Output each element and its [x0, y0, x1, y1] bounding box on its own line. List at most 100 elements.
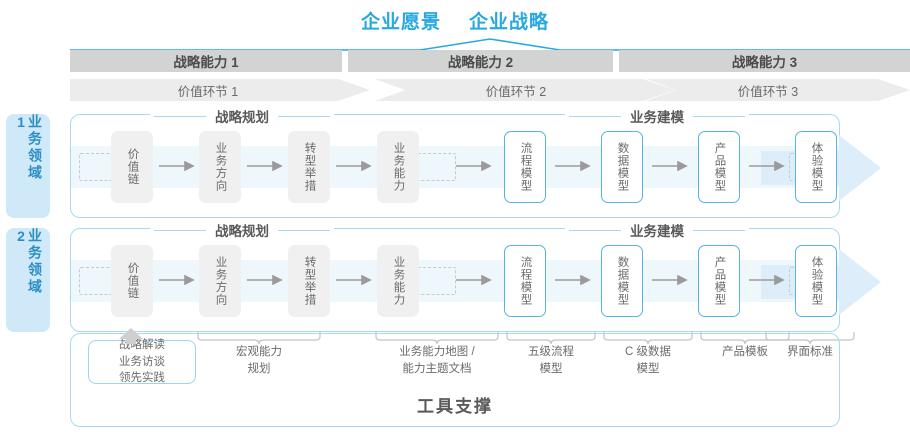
sidebar-item-domain-2[interactable]: 业务领域 2 [6, 228, 50, 332]
connector-arrow-icon [247, 161, 283, 171]
node-modeling-1-1[interactable]: 数据模型 [601, 131, 643, 203]
brace-connector-icon-6 [765, 332, 855, 345]
section-label: 战略规划 [215, 110, 269, 125]
tool-label-5: 界面标准 [787, 346, 833, 358]
node-planning-1-1[interactable]: 业务方向 [199, 131, 241, 203]
capability-label-3: 战略能力 3 [731, 55, 798, 70]
value-chain-bar-3: 价值环节 3 [646, 79, 910, 101]
connector-arrow-icon [336, 161, 372, 171]
tool-label-0: 宏观能力 规划 [236, 346, 282, 375]
tool-label-2: 五级流程 模型 [528, 346, 574, 375]
node-modeling-2-0[interactable]: 流程模型 [504, 245, 546, 317]
node-label: 价值链 [126, 262, 139, 300]
brace-connector-icon-1 [197, 332, 321, 345]
domain-row-2: 价值链 业务方向 转型举措 业务能力 流程模型 数据模型 产品模型 体验模型 [70, 228, 881, 332]
domain-row-1: 价值链 业务方向 转型举措 业务能力 流程模型 数据模型 产品模型 体验模型 [70, 114, 881, 218]
tool-support-container [70, 333, 840, 427]
node-label: 数据模型 [616, 142, 629, 192]
connector-arrow-icon [159, 275, 195, 285]
node-label: 业务能力 [392, 256, 405, 306]
enterprise-vision-title: 企业愿景 [360, 11, 441, 33]
connector-arrow-icon [456, 275, 492, 285]
node-planning-1-0[interactable]: 价值链 [111, 131, 153, 203]
tool-label-3: C 级数据 模型 [625, 346, 671, 375]
node-label: 价值链 [126, 148, 139, 186]
section-label: 业务建模 [630, 224, 684, 239]
connector-arrow-icon [336, 275, 372, 285]
section-title-planning-2: 战略规划 [150, 220, 334, 240]
sidebar-item-label-2: 业务领域 2 [13, 228, 43, 296]
node-modeling-1-0[interactable]: 流程模型 [504, 131, 546, 203]
capability-label-1: 战略能力 1 [173, 55, 239, 70]
tool-highlight-box[interactable]: 战略解读 业务访谈 领先实践 [88, 339, 196, 385]
node-modeling-2-1[interactable]: 数据模型 [601, 245, 643, 317]
vision-strategy-header: 企业愿景 企业战略 [0, 5, 910, 35]
node-label: 转型举措 [303, 256, 316, 306]
connector-arrow-icon [749, 275, 785, 285]
node-label: 流程模型 [519, 142, 532, 192]
section-title-modeling-2: 业务建模 [565, 220, 749, 240]
section-rule-left [154, 229, 206, 231]
node-planning-2-1[interactable]: 业务方向 [199, 245, 241, 317]
section-rule-right [278, 229, 330, 231]
section-rule-left [569, 229, 621, 231]
node-label: 转型举措 [303, 142, 316, 192]
node-label: 产品模型 [713, 142, 726, 192]
node-modeling-2-2[interactable]: 产品模型 [698, 245, 740, 317]
up-arrow-icon [119, 328, 143, 344]
connector-arrow-icon [749, 161, 785, 171]
node-label: 产品模型 [713, 256, 726, 306]
value-chain-bar-1: 价值环节 1 [70, 79, 370, 101]
section-label: 业务建模 [630, 110, 684, 125]
connector-arrow-icon [555, 161, 591, 171]
node-modeling-1-2[interactable]: 产品模型 [698, 131, 740, 203]
connector-arrow-icon [247, 275, 283, 285]
sidebar-item-domain-1[interactable]: 业务领域 1 [6, 114, 50, 218]
connector-arrow-icon [555, 275, 591, 285]
tool-label-4: 产品模板 [722, 346, 768, 358]
placeholder-mid-1 [416, 153, 456, 181]
section-rule-right [693, 229, 745, 231]
value-chain-label-2: 价值环节 2 [485, 84, 547, 99]
node-label: 业务方向 [214, 256, 227, 306]
brace-connector-icon-2 [375, 332, 499, 345]
section-title-modeling-1: 业务建模 [565, 106, 749, 126]
node-planning-1-2[interactable]: 转型举措 [288, 131, 330, 203]
node-modeling-2-3[interactable]: 体验模型 [795, 245, 837, 317]
node-label: 体验模型 [810, 256, 823, 306]
node-label: 体验模型 [810, 142, 823, 192]
node-label: 流程模型 [519, 256, 532, 306]
value-chain-label-1: 价值环节 1 [177, 84, 239, 99]
brace-connector-icon-4 [603, 332, 693, 345]
node-label: 业务方向 [214, 142, 227, 192]
capability-label-2: 战略能力 2 [447, 55, 514, 70]
section-rule-left [154, 115, 206, 117]
tool-highlight-label: 战略解读 业务访谈 领先实践 [119, 339, 165, 385]
node-label: 数据模型 [616, 256, 629, 306]
connector-arrow-icon [456, 161, 492, 171]
enterprise-strategy-title: 企业战略 [469, 11, 550, 33]
node-planning-2-0[interactable]: 价值链 [111, 245, 153, 317]
brace-connector-icon-3 [506, 332, 596, 345]
node-planning-2-3[interactable]: 业务能力 [377, 245, 419, 317]
section-rule-right [278, 115, 330, 117]
connector-arrow-icon [652, 275, 688, 285]
placeholder-mid-2 [416, 267, 456, 295]
sidebar-item-label-1: 业务领域 1 [13, 114, 43, 182]
value-chain-bar-2: 价值环节 2 [375, 79, 675, 101]
connector-arrow-icon [159, 161, 195, 171]
value-chain-label-3: 价值环节 3 [737, 84, 799, 99]
capability-bar-1: 战略能力 1 [70, 50, 342, 72]
capability-bar-3: 战略能力 3 [619, 50, 910, 72]
section-title-planning-1: 战略规划 [150, 106, 334, 126]
footer-title: 工具支撑 [417, 397, 493, 416]
section-rule-left [569, 115, 621, 117]
connector-arrow-icon [652, 161, 688, 171]
section-rule-right [693, 115, 745, 117]
node-planning-1-3[interactable]: 业务能力 [377, 131, 419, 203]
node-label: 业务能力 [392, 142, 405, 192]
section-label: 战略规划 [215, 224, 269, 239]
node-modeling-1-3[interactable]: 体验模型 [795, 131, 837, 203]
node-planning-2-2[interactable]: 转型举措 [288, 245, 330, 317]
